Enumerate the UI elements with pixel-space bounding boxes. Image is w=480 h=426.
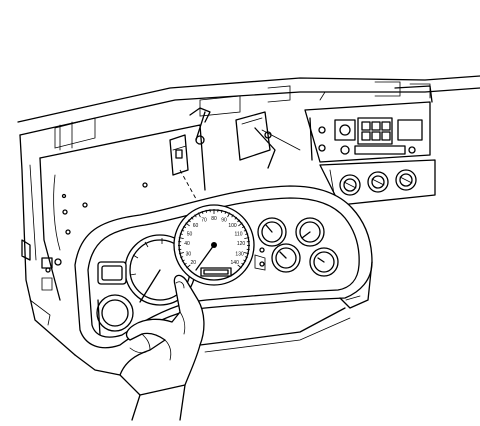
dash-lower-edge <box>74 307 351 376</box>
speedometer-label: 70 <box>201 218 207 224</box>
speedometer-label: 140 <box>231 260 240 266</box>
speedometer-tick <box>224 210 227 215</box>
speedometer-tick <box>234 216 238 220</box>
speedometer-tick <box>194 214 197 218</box>
speedometer-tick <box>241 262 245 266</box>
speedometer-label: 130 <box>235 251 244 257</box>
climate-control-panel <box>319 159 436 206</box>
speedometer-tick <box>179 233 183 235</box>
speedometer-tick <box>241 225 245 229</box>
speedometer-tick <box>244 252 249 255</box>
speedometer-label: 120 <box>237 241 246 247</box>
speedometer-ticks <box>178 209 250 269</box>
speedometer-tick <box>181 229 185 232</box>
speedometer-tick <box>227 212 231 218</box>
speedometer-tick <box>231 214 234 218</box>
speedometer-label: 60 <box>193 223 199 229</box>
speedometer-label: 90 <box>221 218 227 224</box>
speedometer-tick <box>221 209 223 213</box>
speedometer-tick <box>183 262 187 266</box>
speedometer-label: 40 <box>184 241 190 247</box>
speedometer-tick <box>243 229 247 232</box>
speedometer-tick <box>197 212 201 218</box>
speedometer-tick <box>186 264 191 269</box>
dashboard-upper-edge <box>17 75 480 151</box>
speedometer-tick <box>178 237 184 239</box>
speedometer-tick <box>183 225 187 229</box>
speedometer-tick <box>237 264 242 269</box>
speedometer-tick <box>244 237 250 239</box>
speedometer-tick <box>188 219 191 223</box>
mounting-bracket <box>169 107 301 216</box>
speedometer-tick <box>243 259 247 262</box>
speedometer-tick <box>238 222 243 227</box>
speedometer-label: 30 <box>186 251 192 257</box>
left-dash-panel <box>19 124 206 356</box>
speedometer-tick <box>205 209 207 213</box>
speedometer-label: 20 <box>191 260 197 266</box>
speedometer-tick <box>201 210 204 215</box>
speedometer-label: 50 <box>187 231 193 237</box>
speedometer-tick <box>190 216 194 220</box>
speedometer-tick <box>181 259 185 262</box>
speedometer-tick <box>185 222 190 227</box>
speedometer-tick <box>180 256 184 258</box>
speedometer-label: 80 <box>211 216 217 222</box>
speedometer-tick <box>179 252 184 255</box>
speedometer-tick <box>237 219 240 223</box>
speedometer-tick <box>245 233 249 235</box>
speedometer-label: 100 <box>228 223 237 229</box>
speedometer-label: 110 <box>235 231 243 237</box>
radio-unit <box>304 85 433 163</box>
speedometer-tick <box>244 256 248 258</box>
hand <box>119 274 205 421</box>
